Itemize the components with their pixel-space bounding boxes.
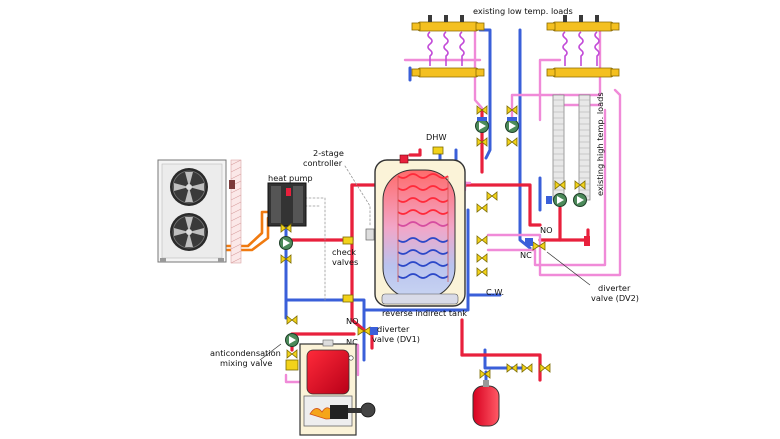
dv1-label-line2: valve (DV1) bbox=[372, 334, 420, 344]
check-valves: check valves bbox=[332, 236, 358, 303]
valve-icon bbox=[539, 363, 551, 373]
controller-label-line1: 2-stage bbox=[313, 148, 344, 158]
expansion-tank-icon bbox=[472, 380, 500, 427]
manifold-icon bbox=[411, 15, 485, 78]
valve-icon bbox=[476, 267, 488, 277]
low-temp-loads-label: existing low temp. loads bbox=[473, 6, 573, 16]
valve-icon bbox=[476, 235, 488, 245]
check-valves-label-line1: check bbox=[332, 247, 356, 257]
dv1-nc-label: NC bbox=[346, 337, 358, 347]
burner-icon bbox=[309, 402, 376, 420]
dv2-label-line1: diverter bbox=[598, 283, 631, 293]
outdoor-heat-pump-unit bbox=[157, 159, 227, 263]
manifold-icon bbox=[546, 15, 620, 78]
high-temp-loads-label: existing high temp. loads bbox=[595, 92, 605, 196]
tank-label: reverse indirect tank bbox=[382, 308, 467, 318]
anticondensation-label-line1: anticondensation bbox=[210, 348, 281, 358]
dv2-no-label: NO bbox=[540, 225, 553, 235]
valve-icon bbox=[506, 137, 518, 147]
dv2-label-line2: valve (DV2) bbox=[591, 293, 639, 303]
valve-icon bbox=[476, 253, 488, 263]
cold-water-label: C.W. bbox=[486, 287, 504, 297]
circulator-pump-icon bbox=[553, 193, 567, 207]
heat-pump-indoor-unit: heat pump bbox=[267, 173, 313, 227]
valve-icon bbox=[521, 363, 533, 373]
controller-label-line2: controller bbox=[303, 158, 343, 168]
dv1-no-label: NO bbox=[346, 316, 359, 326]
fan-icon bbox=[169, 167, 209, 207]
circulator-pump-icon bbox=[475, 119, 489, 133]
anticondensation-mixing-valve: anticondensation mixing valve bbox=[210, 315, 299, 371]
dv2-nc-label: NC bbox=[520, 250, 532, 260]
diverter-valve-dv1: NO NC diverter valve (DV1) bbox=[346, 316, 420, 347]
anticondensation-label-line2: mixing valve bbox=[220, 358, 272, 368]
check-valves-label-line2: valves bbox=[332, 257, 358, 267]
heat-pump-circulator bbox=[279, 236, 293, 250]
two-stage-controller: 2-stage controller bbox=[303, 148, 375, 241]
circulator-pump-icon bbox=[285, 333, 299, 347]
boiler-icon bbox=[299, 339, 376, 436]
dv1-label-line1: diverter bbox=[377, 324, 410, 334]
valve-icon bbox=[476, 203, 488, 213]
valve-icon bbox=[486, 191, 498, 201]
circulator-pump-icon bbox=[573, 193, 587, 207]
circulator-pump-icon bbox=[505, 119, 519, 133]
diverter-valve-dv2: NO NC diverter valve (DV2) bbox=[520, 225, 639, 303]
dhw-label: DHW bbox=[426, 132, 447, 142]
valve-icon bbox=[506, 363, 518, 373]
exterior-wall bbox=[229, 159, 242, 264]
dhw-outlet: DHW bbox=[399, 132, 447, 164]
fan-icon bbox=[169, 212, 209, 252]
heat-pump-label: heat pump bbox=[268, 173, 313, 183]
reverse-indirect-tank: reverse indirect tank bbox=[374, 159, 467, 318]
